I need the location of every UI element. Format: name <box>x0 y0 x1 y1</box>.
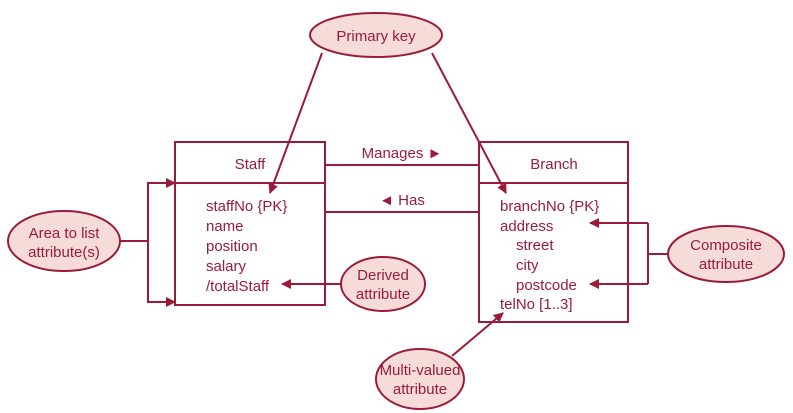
svg-text:Primary key: Primary key <box>336 28 416 45</box>
area-callout: Area to list attribute(s) <box>7 178 176 307</box>
primary-key-callout: Primary key <box>268 12 507 194</box>
branch-attr: postcode <box>516 277 577 294</box>
branch-attr: telNo [1..3] <box>500 296 573 313</box>
svg-text:attribute: attribute <box>699 256 753 273</box>
svg-text:attribute: attribute <box>393 381 447 398</box>
staff-attr: name <box>206 218 244 235</box>
svg-text:Area to list: Area to list <box>29 225 101 242</box>
svg-text:attribute: attribute <box>356 286 410 303</box>
multi-valued-callout: Multi-valued attribute <box>375 312 504 410</box>
staff-attr: salary <box>206 258 247 275</box>
svg-text:Composite: Composite <box>690 237 762 254</box>
svg-text:Derived: Derived <box>357 267 409 284</box>
staff-attr: staffNo {PK} <box>206 198 287 215</box>
branch-attr: city <box>516 257 539 274</box>
svg-text:Multi-valued: Multi-valued <box>380 362 461 379</box>
staff-entity: Staff staffNo {PK} name position salary … <box>174 141 326 306</box>
branch-entity: Branch branchNo {PK} address street city… <box>478 141 629 323</box>
composite-callout: Composite attribute <box>589 218 785 289</box>
staff-attr: /totalStaff <box>206 278 270 295</box>
branch-attr: branchNo {PK} <box>500 198 599 215</box>
manages-label: Manages ► <box>362 145 443 162</box>
branch-title: Branch <box>530 156 578 173</box>
derived-callout: Derived attribute <box>281 256 426 312</box>
svg-text:attribute(s): attribute(s) <box>28 244 100 261</box>
has-label: ◄ Has <box>379 192 425 209</box>
staff-title: Staff <box>235 156 266 173</box>
relationships: Manages ► ◄ Has <box>325 145 479 213</box>
branch-attr: street <box>516 237 554 254</box>
staff-attr: position <box>206 238 258 255</box>
branch-attr: address <box>500 218 553 235</box>
